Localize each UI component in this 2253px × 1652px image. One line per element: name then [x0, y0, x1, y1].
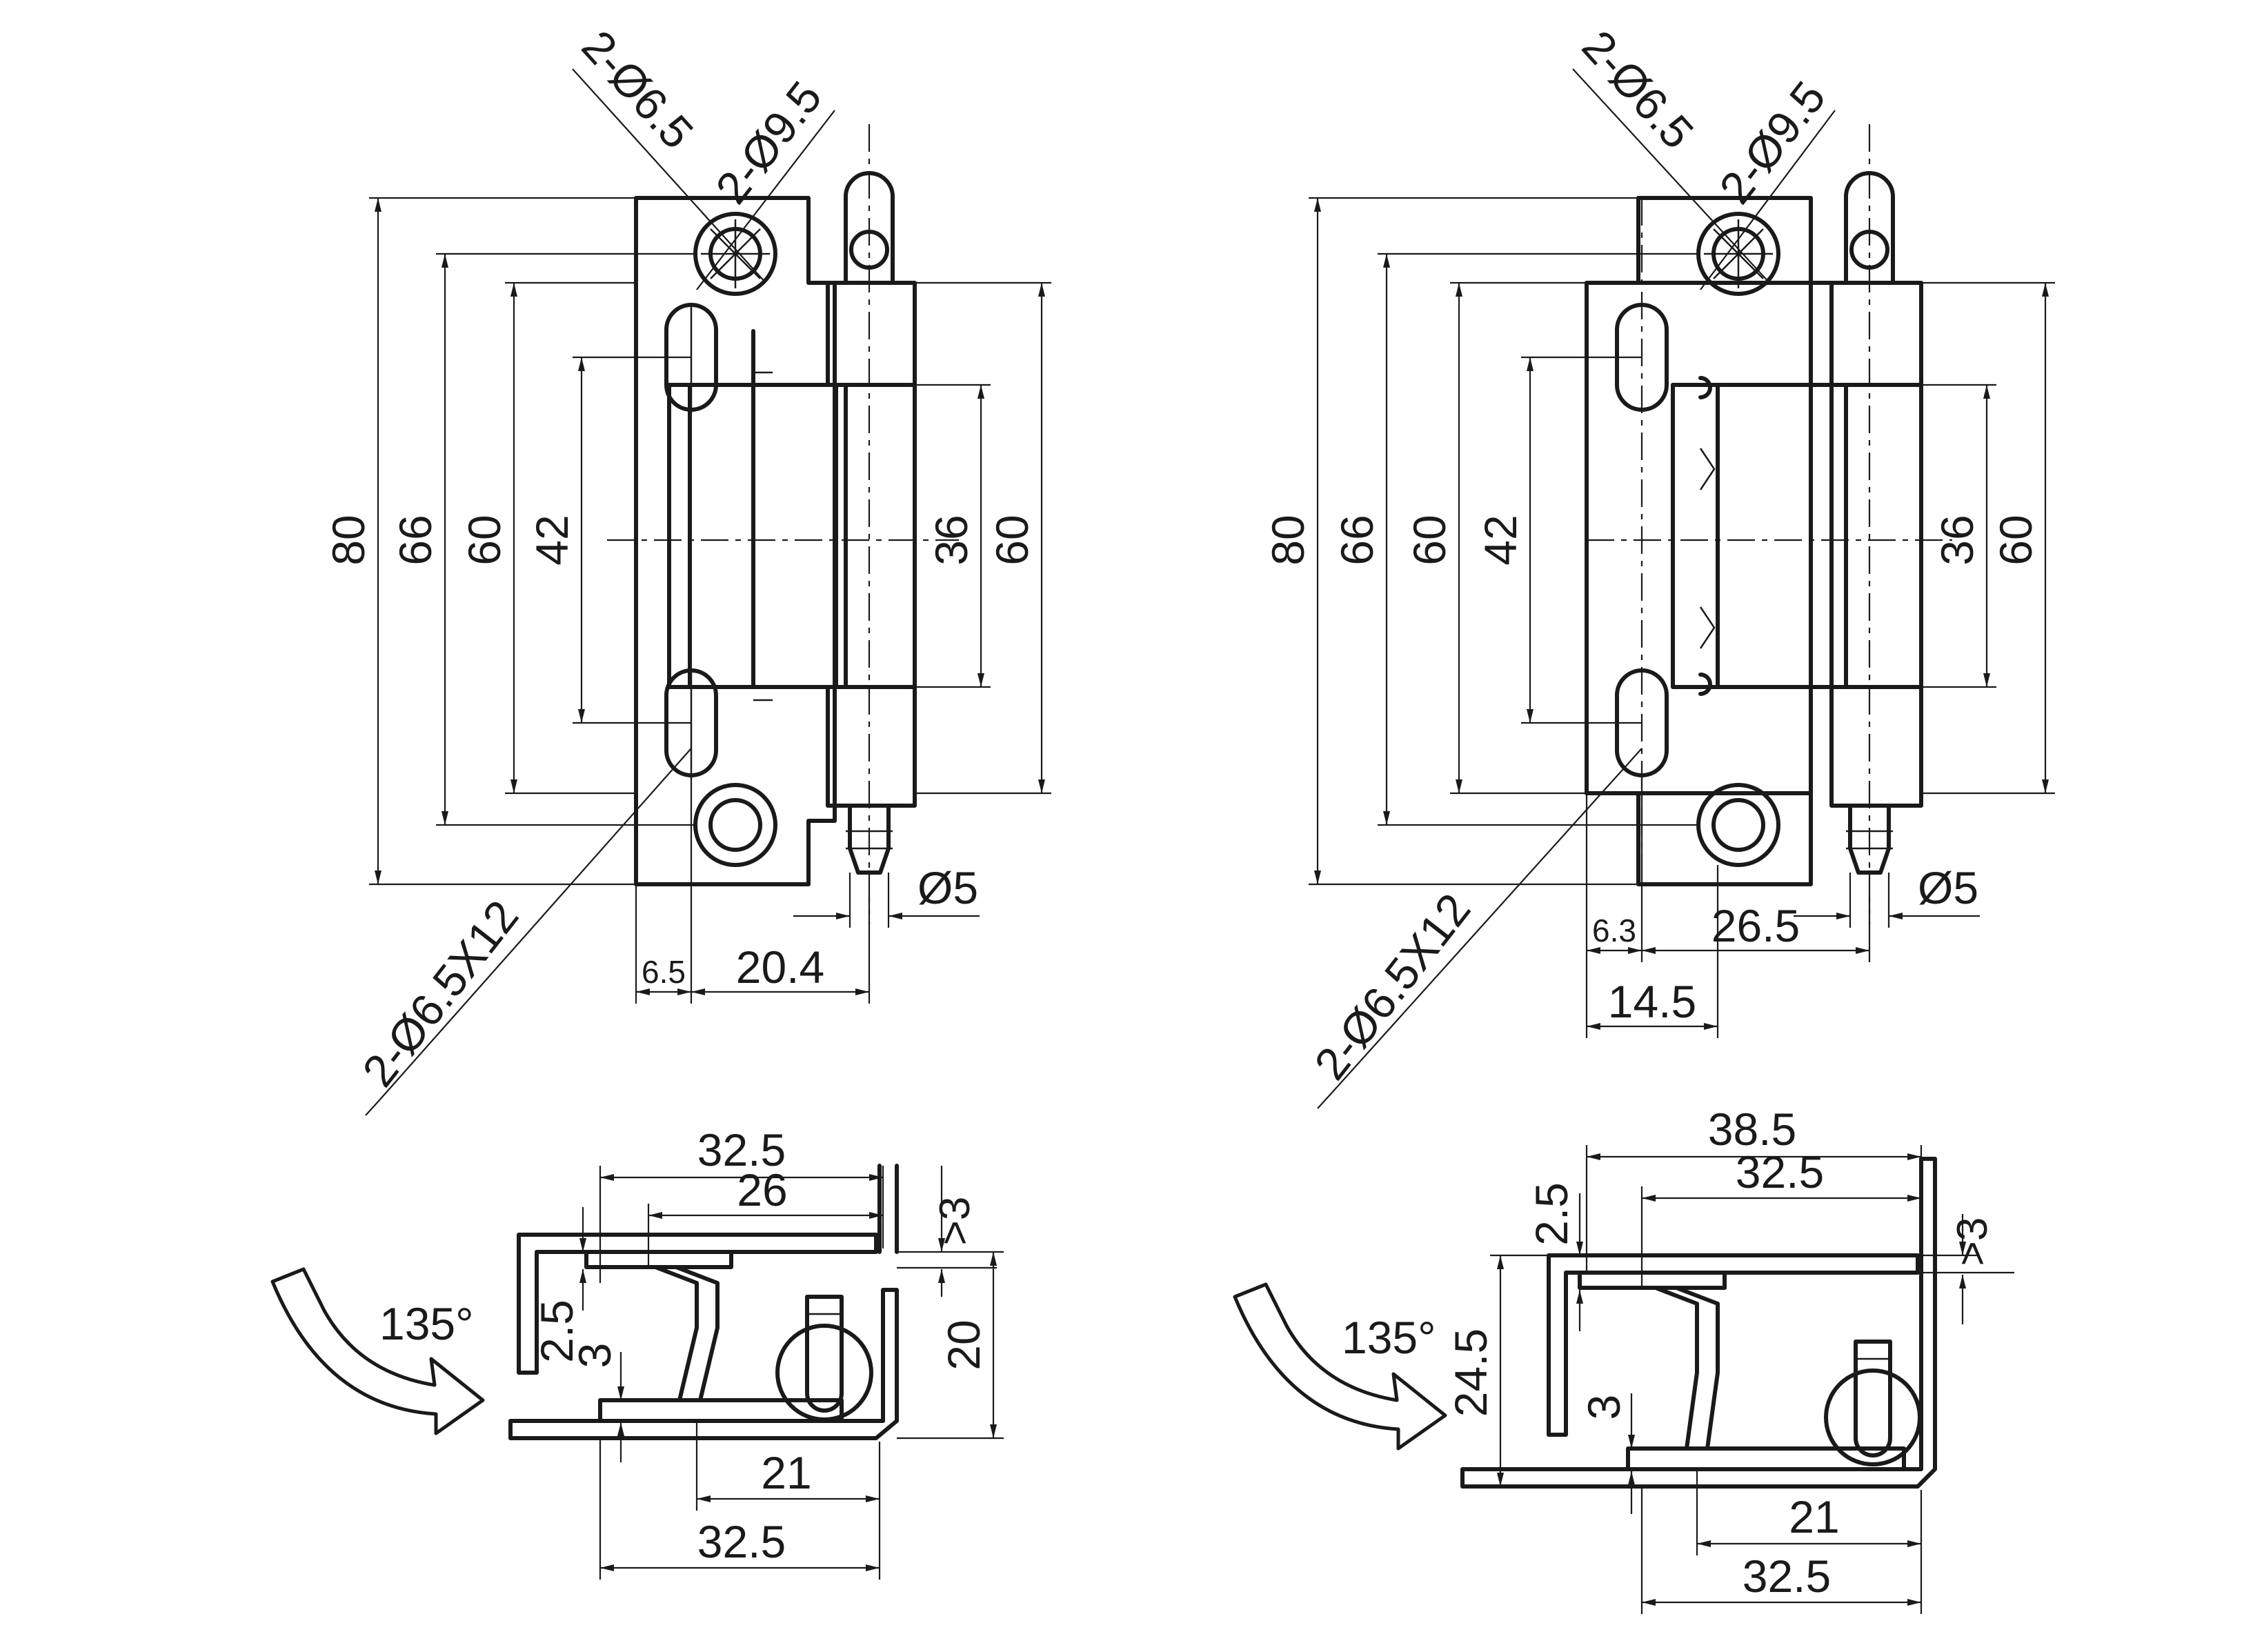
hinge-b-dim-26-5: 26.5: [1711, 900, 1800, 951]
hinge-a-dim-80: 80: [323, 515, 374, 565]
hinge-a-side-26: 26: [737, 1164, 787, 1215]
hinge-a-rotation-arrow: [270, 1267, 485, 1435]
hinge-a-side-21: 21: [761, 1447, 811, 1498]
hinge-a-side-32-5-bottom: 32.5: [697, 1516, 786, 1567]
hinge-b-front-view: 80 66 60 42 36 60 2-Ø6.5 2-Ø9.5 2-Ø6.5X1…: [1262, 21, 2055, 1109]
hinge-a-side-3: 3: [569, 1343, 620, 1369]
hinge-b-dim-80: 80: [1262, 515, 1313, 565]
hinge-b-dim-14-5: 14.5: [1608, 976, 1696, 1027]
hinge-a-angle: 135°: [379, 1298, 474, 1349]
hinge-b-side-32-5-bottom: 32.5: [1743, 1551, 1831, 1602]
hinge-a-dim-66: 66: [390, 515, 441, 565]
hinge-a-dim-6-5: 6.5: [642, 954, 686, 990]
hinge-a-dim-60-right: 60: [986, 515, 1038, 565]
hinge-b-dim-60-right: 60: [1990, 515, 2041, 565]
hinge-b-pin-diameter: Ø5: [1918, 862, 1978, 913]
hinge-b-side-32-5-top: 32.5: [1736, 1146, 1824, 1197]
hinge-b-side-3: 3: [1578, 1395, 1629, 1420]
hinge-b-side-24-5: 24.5: [1445, 1328, 1496, 1417]
hinge-b-rotation-arrow: [1233, 1282, 1447, 1451]
hinge-a-side-view: 32.5 26 >3 20 2.5 3 21 32.5 135°: [270, 1124, 1004, 1580]
hinge-b-slot-callout: 2-Ø6.5X12: [1304, 884, 1480, 1089]
hinge-a-pin-diameter: Ø5: [917, 862, 978, 913]
hinge-a-hole-large-callout: 2-Ø9.5: [706, 72, 832, 213]
hinge-a-slot-callout: 2-Ø6.5X12: [353, 891, 528, 1096]
hinge-a-dim-20-4: 20.4: [736, 942, 824, 993]
hinge-b-dim-66: 66: [1331, 515, 1382, 565]
hinge-b-side-view: 38.5 32.5 2.5 >3 24.5 3 21 32.5: [1233, 1104, 2014, 1614]
hinge-b-dim-6-3: 6.3: [1592, 913, 1636, 948]
hinge-a-dim-36: 36: [926, 515, 977, 565]
hinge-b-dim-36: 36: [1932, 515, 1983, 565]
hinge-a-front-view: 80 66 60 42 36 60 2-Ø6.5 2-Ø9.5 2-Ø6.5X1…: [323, 21, 1051, 1116]
hinge-b-side-38-5: 38.5: [1708, 1104, 1796, 1155]
hinge-a-dim-60-left: 60: [459, 515, 510, 565]
hinge-b-dim-42: 42: [1475, 515, 1526, 565]
hinge-a-side-32-5-top: 32.5: [697, 1124, 786, 1175]
hinge-b-hole-large-callout: 2-Ø9.5: [1709, 72, 1836, 213]
hinge-b-side-21: 21: [1789, 1491, 1839, 1542]
hinge-b-angle: 135°: [1342, 1312, 1436, 1363]
hinge-a-side-2-5: 2.5: [531, 1300, 582, 1363]
hinge-b-side-2-5: 2.5: [1526, 1182, 1577, 1246]
hinge-a-side-clearance: >3: [931, 1197, 979, 1246]
hinge-a-side-20: 20: [938, 1320, 989, 1370]
hinge-b-side-clearance: >3: [1949, 1217, 1996, 1266]
hinge-b-dim-60-left: 60: [1404, 515, 1455, 565]
hinge-a-dim-42: 42: [526, 515, 577, 565]
